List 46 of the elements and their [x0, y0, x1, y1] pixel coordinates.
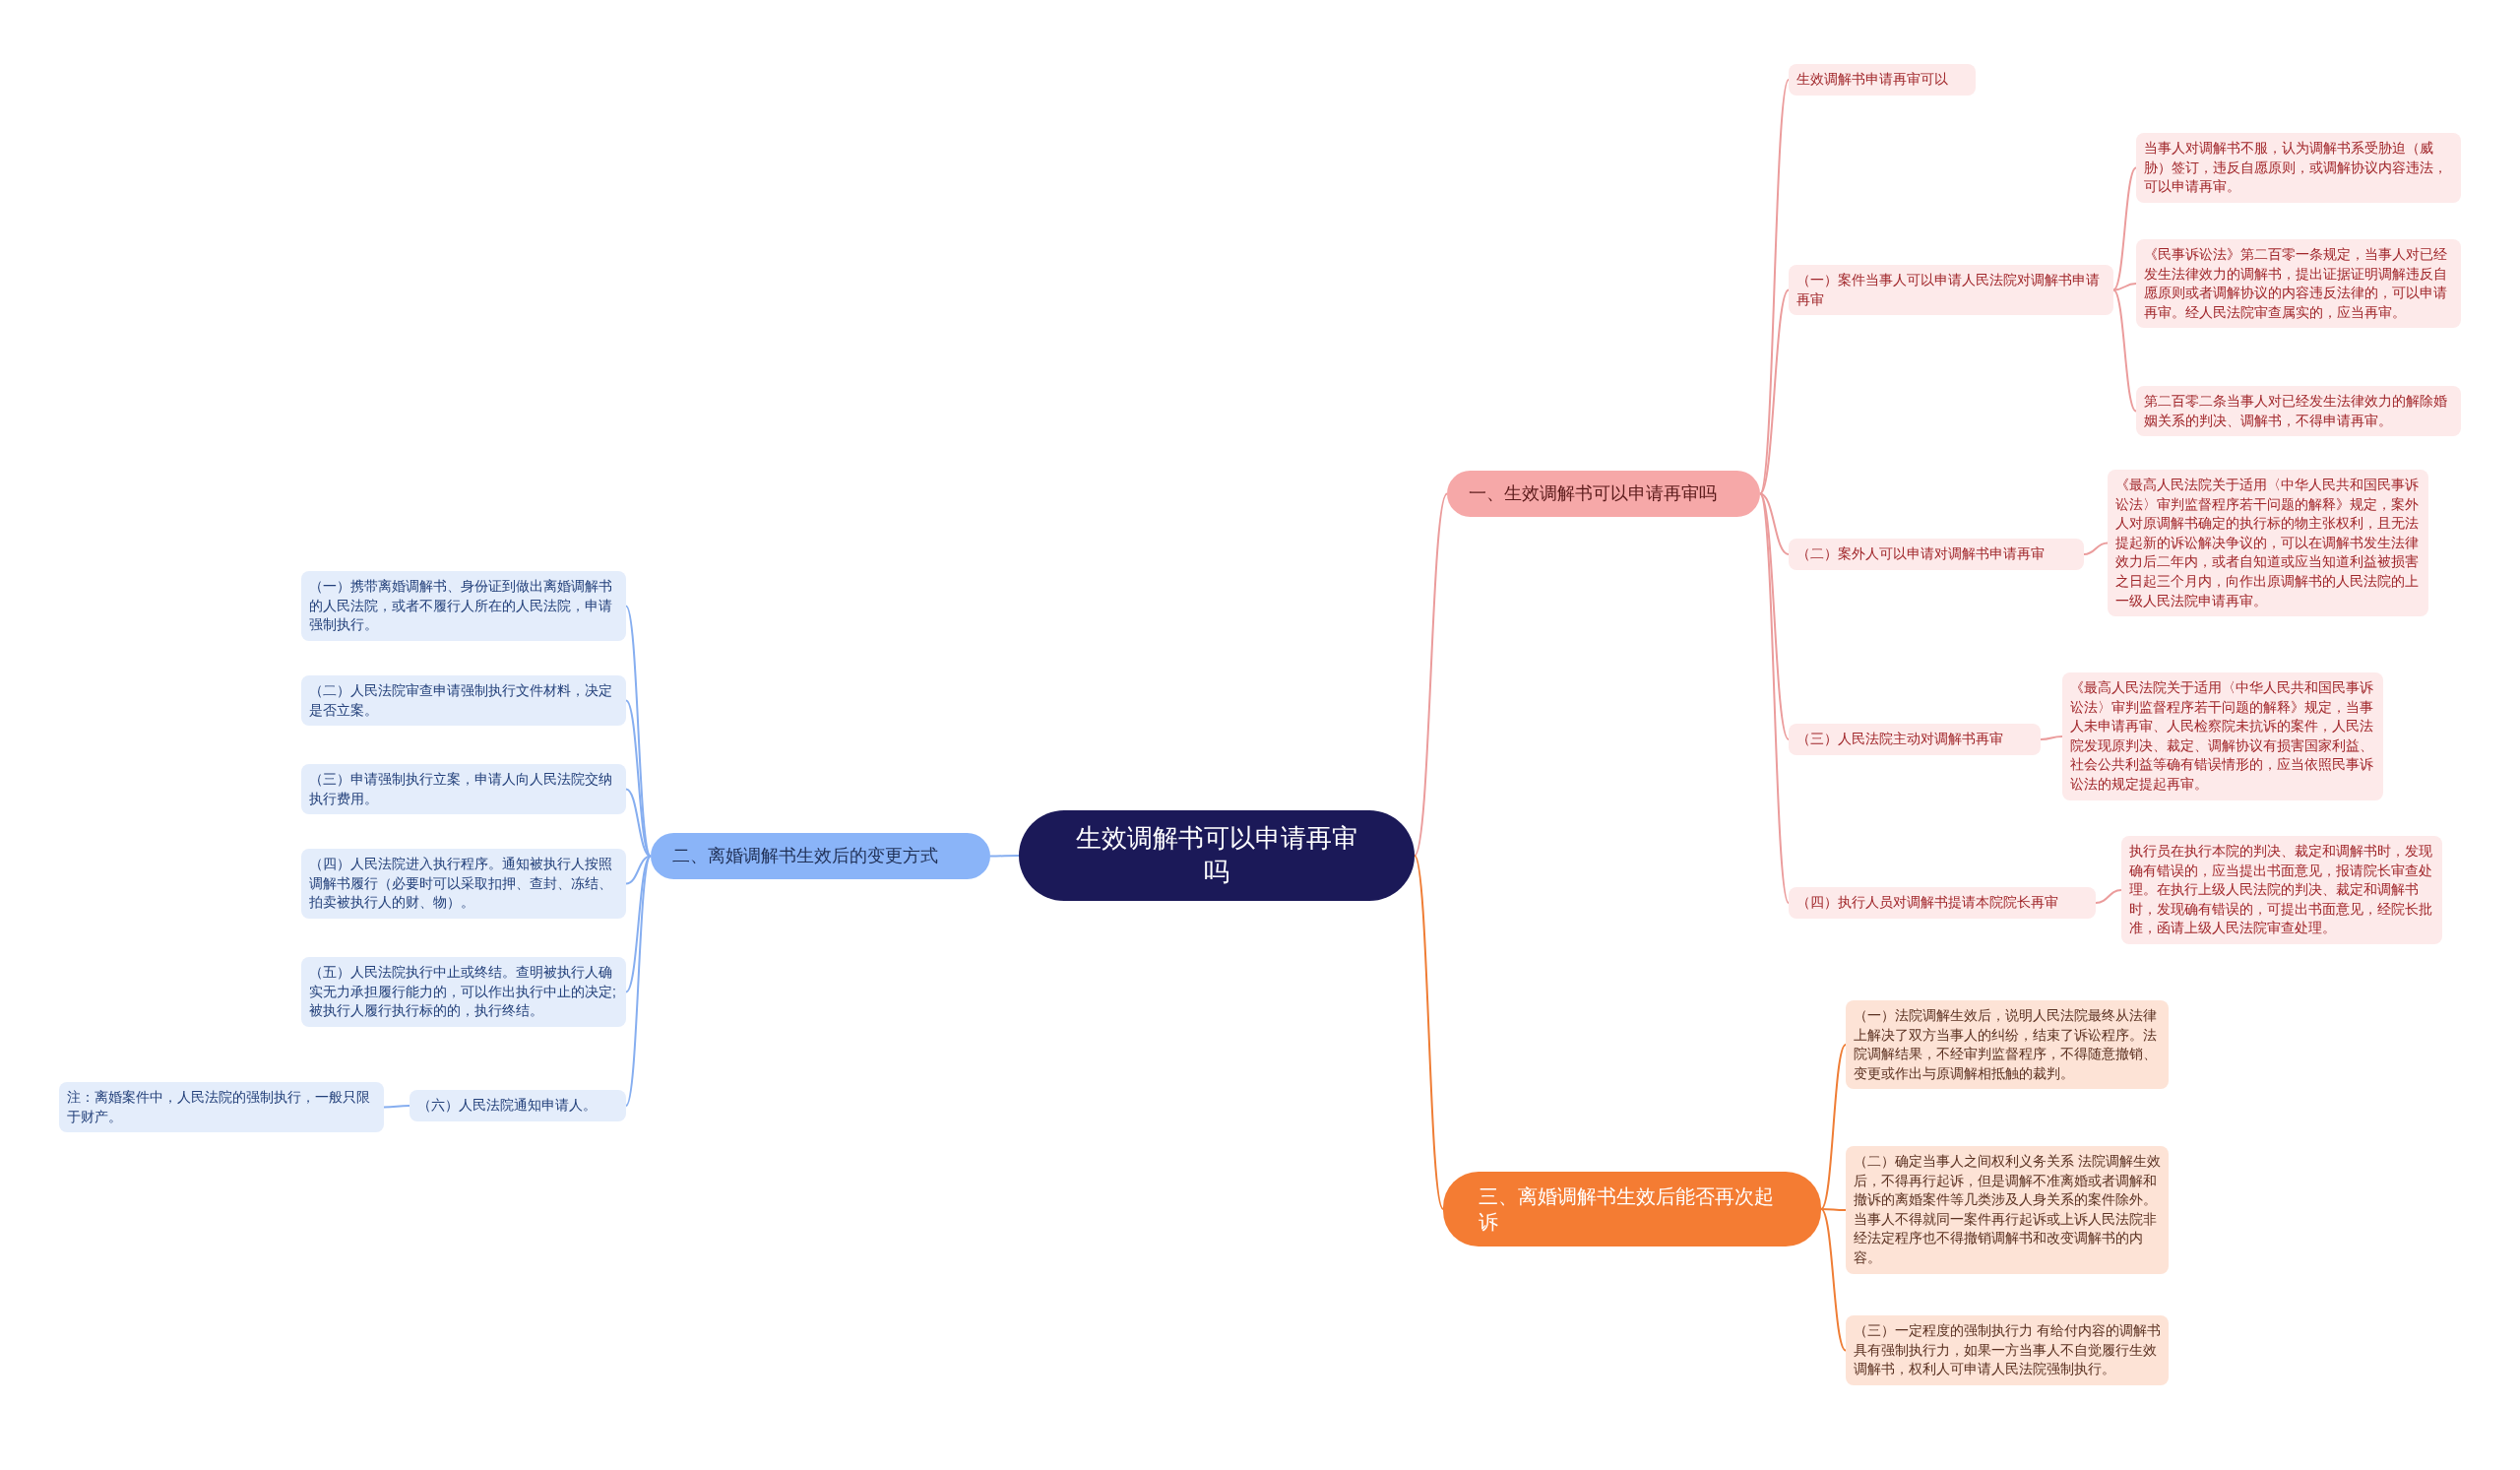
connector-line [1759, 492, 1790, 740]
connector-line [625, 855, 652, 1107]
connector-line [625, 855, 652, 993]
branch-topic: 三、离婚调解书生效后能否再次起诉 [1443, 1172, 1821, 1246]
connector-line [2112, 288, 2137, 413]
text-card: （二）确定当事人之间权利义务关系 法院调解生效后，不得再行起诉，但是调解不准离婚或者调解和撤诉的离婚案件等几类涉及人身关系的案件除外。当事人不得就同一案件再行起诉或上诉人民法院非经法定程序也不得撤销调解书和改变调解书的内容。 [1846, 1146, 2169, 1274]
topic-box: （一）案件当事人可以申请人民法院对调解书申请再审 [1789, 265, 2113, 316]
topic-box: （三）人民法院主动对调解书再审 [1789, 724, 2041, 755]
text-card: （三）一定程度的强制执行力 有给付内容的调解书具有强制执行力，如果一方当事人不自觉履行生效调解书，权利人可申请人民法院强制执行。 [1846, 1315, 2169, 1385]
text-card: 《最高人民法院关于适用〈中华人民共和国民事诉讼法〉审判监督程序若干问题的解释》规定，案外人对原调解书确定的执行标的物主张权利，且无法提起新的诉讼解决争议的，可以在调解书发生法律效力后二年内，或者自知道或应当知道利益被损害之日起三个月内，向作出原调解书的人民法院的上一级人民法院申请再审。 [2108, 470, 2428, 617]
connector-line [1820, 1208, 1847, 1352]
text-card: （一）携带离婚调解书、身份证到做出离婚调解书的人民法院，或者不履行人所在的人民法院，申请强制执行。 [301, 571, 626, 641]
text-card: （四）人民法院进入执行程序。通知被执行人按照调解书履行（必要时可以采取扣押、查封、冻结、拍卖被执行人的财、物）。 [301, 849, 626, 919]
connector-line [1759, 492, 1790, 555]
connector-line [2112, 166, 2137, 291]
connector-line [2083, 542, 2109, 555]
connector-line [1820, 1044, 1847, 1210]
text-card: （五）人民法院执行中止或终结。查明被执行人确实无力承担履行能力的，可以作出执行中止的决定;被执行人履行执行标的的，执行终结。 [301, 957, 626, 1027]
connector-line [1414, 492, 1448, 857]
connector-line [383, 1105, 410, 1109]
text-card: （二）人民法院审查申请强制执行文件材料，决定是否立案。 [301, 675, 626, 727]
connector-line [1820, 1208, 1847, 1211]
text-card: 执行员在执行本院的判决、裁定和调解书时，发现确有错误的，应当提出书面意见，报请院长审查处理。在执行上级人民法院的判决、裁定和调解书时，发现确有错误的，可提出书面意见，经院长批准，函请上级人民法院审查处理。 [2121, 836, 2442, 944]
topic-box: 生效调解书申请再审可以 [1789, 64, 1976, 96]
text-card: 当事人对调解书不服，认为调解书系受胁迫（威胁）签订，违反自愿原则，或调解协议内容违法，可以申请再审。 [2136, 133, 2461, 203]
topic-box: （四）执行人员对调解书提请本院院长再审 [1789, 887, 2096, 919]
note-card: 注：离婚案件中，人民法院的强制执行，一般只限于财产。 [59, 1082, 384, 1133]
connector-line [625, 855, 652, 885]
text-card: 第二百零二条当事人对已经发生法律效力的解除婚姻关系的判决、调解书，不得申请再审。 [2136, 386, 2461, 437]
connector-line [2040, 735, 2063, 740]
connector-line [1759, 288, 1790, 495]
connector-line [2112, 283, 2137, 291]
branch-topic: 二、离婚调解书生效后的变更方式 [651, 833, 990, 879]
text-card: 《民事诉讼法》第二百零一条规定，当事人对已经发生法律效力的调解书，提出证据证明调解违反自愿原则或者调解协议的内容违反法律的，可以申请再审。经人民法院审查属实的，应当再审。 [2136, 239, 2461, 329]
text-card: （三）申请强制执行立案，申请人向人民法院交纳执行费用。 [301, 764, 626, 815]
connector-line [625, 788, 652, 858]
connector-line [2095, 889, 2122, 904]
connector-line [989, 855, 1020, 858]
text-card: （一）法院调解生效后，说明人民法院最终从法律上解决了双方当事人的纠纷，结束了诉讼程序。法院调解结果，不经审判监督程序，不得随意撤销、变更或作出与原调解相抵触的裁判。 [1846, 1000, 2169, 1090]
text-card: 《最高人民法院关于适用〈中华人民共和国民事诉讼法〉审判监督程序若干问题的解释》规定，当事人未申请再审、人民检察院未抗诉的案件，人民法院发现原判决、裁定、调解协议有损害国家利益、社会公共利益等确有错误情形的，应当依照民事诉讼法的规定提起再审。 [2062, 672, 2383, 800]
connector-line [1414, 855, 1444, 1210]
topic-box: （六）人民法院通知申请人。 [410, 1090, 626, 1121]
connector-line [1759, 492, 1790, 904]
central-topic: 生效调解书可以申请再审吗 [1019, 810, 1415, 901]
topic-box: （二）案外人可以申请对调解书申请再审 [1789, 539, 2084, 570]
branch-topic: 一、生效调解书可以申请再审吗 [1447, 471, 1760, 517]
